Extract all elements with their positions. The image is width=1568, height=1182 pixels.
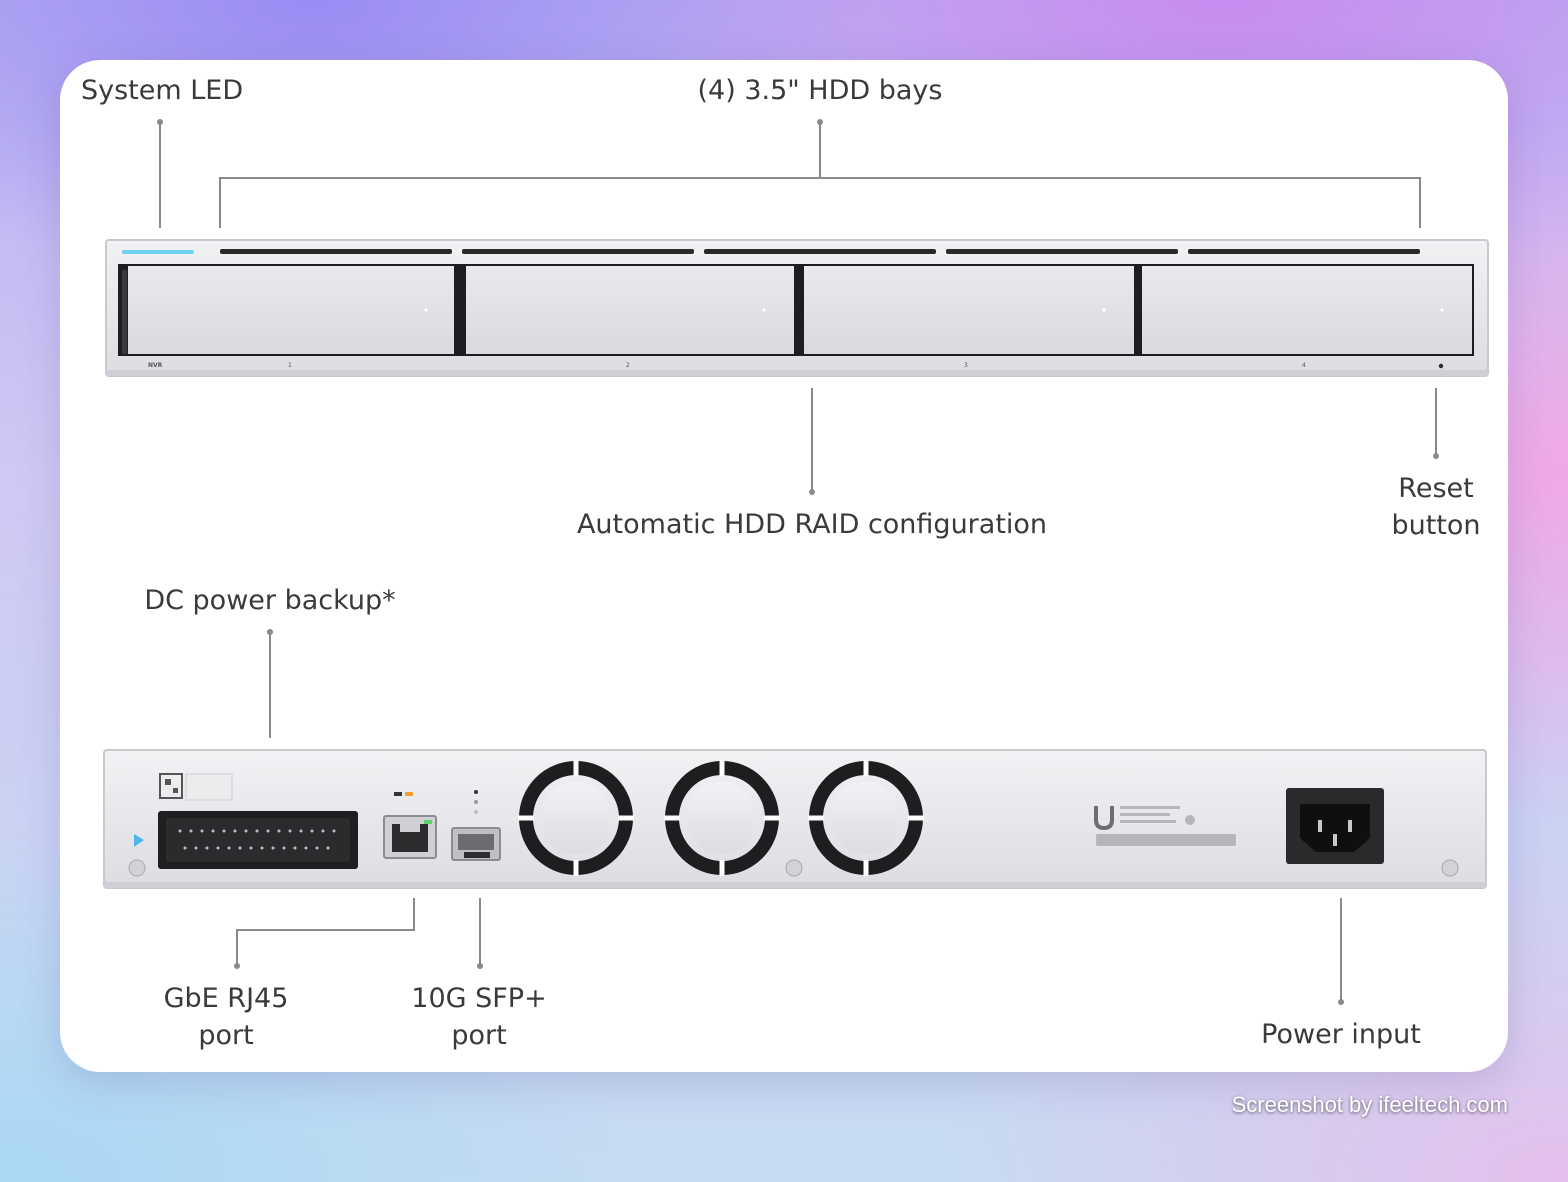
hdd-bay-1[interactable] bbox=[128, 266, 454, 354]
front-panel bbox=[105, 239, 1489, 377]
system-led bbox=[122, 250, 194, 254]
side-indicator-icon bbox=[134, 834, 144, 847]
rear-panel bbox=[103, 749, 1487, 889]
qr-code bbox=[159, 773, 183, 799]
brand-logo-icon bbox=[1094, 806, 1114, 831]
hdd-bay-3[interactable] bbox=[804, 266, 1134, 354]
sfp-port[interactable] bbox=[451, 790, 501, 861]
leader-lines bbox=[159, 122, 1437, 1002]
power-inlet[interactable] bbox=[1286, 788, 1384, 864]
bay-number-1: 1 bbox=[288, 362, 292, 369]
label-dc-power: DC power backup* bbox=[144, 585, 396, 616]
diagram-card: NVR 1 2 3 4 System LED (4) 3.5" HDD bays… bbox=[60, 60, 1508, 1072]
label-hdd-bays: (4) 3.5" HDD bays bbox=[697, 75, 943, 106]
rj45-port[interactable] bbox=[383, 792, 437, 859]
bay-number-4: 4 bbox=[1302, 362, 1306, 369]
label-power-input: Power input bbox=[1261, 1019, 1421, 1050]
screw-middle bbox=[785, 859, 803, 877]
bay-number-2: 2 bbox=[626, 362, 630, 369]
reset-button[interactable] bbox=[1438, 363, 1444, 369]
fan-1 bbox=[518, 760, 634, 876]
fan-2 bbox=[664, 760, 780, 876]
fan-3 bbox=[808, 760, 924, 876]
dc-power-connector[interactable] bbox=[158, 811, 358, 869]
device-diagram bbox=[103, 119, 1489, 1005]
hdd-bay-4[interactable] bbox=[1142, 266, 1472, 354]
label-sfp-line2: port bbox=[451, 1020, 507, 1051]
screw-left bbox=[128, 859, 146, 877]
label-sfp: 10G SFP+ port bbox=[411, 980, 546, 1054]
label-reset-line1: Reset bbox=[1398, 473, 1474, 504]
label-system-led: System LED bbox=[81, 75, 244, 106]
leader-dots bbox=[157, 119, 1439, 1005]
front-model-text: NVR bbox=[148, 362, 163, 369]
watermark: Screenshot by ifeeltech.com bbox=[1231, 1092, 1508, 1117]
regulatory-marks bbox=[1096, 806, 1236, 846]
label-raid: Automatic HDD RAID configuration bbox=[576, 509, 1048, 540]
label-gbe: GbE RJ45 port bbox=[164, 980, 289, 1054]
label-sfp-line1: 10G SFP+ bbox=[411, 983, 547, 1014]
label-gbe-line1: GbE RJ45 bbox=[163, 983, 289, 1014]
screw-right bbox=[1441, 859, 1459, 877]
label-gbe-line2: port bbox=[198, 1020, 254, 1051]
label-reset-line2: button bbox=[1391, 510, 1481, 541]
hdd-bay-2[interactable] bbox=[466, 266, 794, 354]
label-reset: Reset button bbox=[1391, 470, 1480, 544]
bay-number-3: 3 bbox=[964, 362, 968, 369]
